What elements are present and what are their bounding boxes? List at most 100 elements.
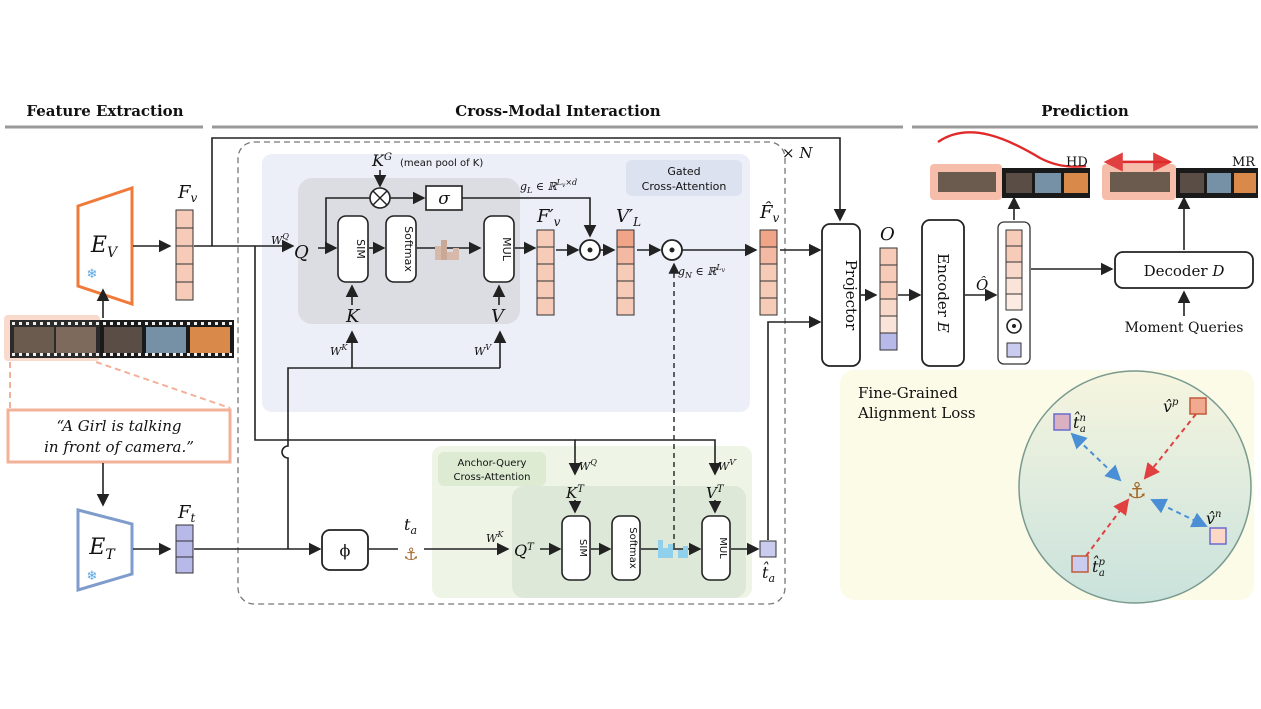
film-sprocket [47,322,50,325]
feature-cell [175,556,194,574]
video-encoder-label: E [90,233,107,258]
ta-p-cell [1071,555,1089,573]
feature-cell [616,263,635,282]
svg-text:QT: QT [514,541,535,560]
wk-sup: K [340,343,348,352]
ft-sub: t [191,511,196,525]
film-sprocket [89,322,92,325]
anchor-softmax-label: Softmax [627,527,638,569]
ft-column [175,524,194,574]
film-sprocket [215,353,218,356]
gated-title-2: Cross-Attention [642,180,727,193]
anchor-softmax-box [611,515,641,581]
film-sprocket [194,353,197,356]
kt-sup: T [577,484,585,495]
ta-n-sup: n [1079,413,1085,424]
fv-column [175,209,194,301]
gated-mul-box [483,215,515,283]
ta-p-sup: p [1098,557,1105,568]
anchor-sim-label: SIM [577,539,588,557]
film-sprocket [26,322,29,325]
feature-cell [879,332,898,351]
film-sprocket [222,353,225,356]
film-sprocket [201,353,204,356]
anchor-title-tag [438,452,546,486]
video-frame [1110,172,1170,192]
feature-cell [616,280,635,299]
film-sprocket [166,353,169,356]
decoder-label: Decoder [1144,262,1209,280]
fv-skip-to-projector-line [211,137,847,246]
gated-attention-histogram [435,240,459,260]
film-sprocket [208,353,211,356]
film-sprocket [61,353,64,356]
qt-sup: T [527,542,535,553]
svg-text:EV: EV [90,233,119,261]
feature-cell [536,263,555,282]
video-frame [56,327,96,353]
video-frame [146,327,186,353]
vt-label: V [706,484,719,502]
video-encoder-sub: V [107,245,119,261]
moment-queries-label: Moment Queries [1125,320,1244,336]
ta-hat-cell [1006,342,1022,358]
text-encoder-trapezoid [76,508,134,593]
anchor-icon: ⚓ [1127,479,1147,504]
film-sprocket [124,353,127,356]
gated-softmax-label: Softmax [402,226,415,272]
encoder-e-label: E [934,321,952,333]
fv-prime-column [536,229,555,316]
film-sprocket [96,322,99,325]
negative-pull-arrow [1070,432,1122,482]
svg-text:t̂a: t̂a [762,562,775,585]
feature-cell [175,245,194,265]
wv-label: W [474,345,487,358]
k-label: K [345,306,361,327]
film-sprocket [201,322,204,325]
film-sprocket [12,322,15,325]
video-frame [1035,173,1061,193]
phi-box [321,529,369,571]
anchor-wv-arrow [575,439,722,476]
frozen-snowflake-icon: ❄ [87,569,98,584]
film-sprocket [47,353,50,356]
feature-cell [879,264,898,283]
film-sprocket [54,353,57,356]
svg-text:ta: ta [404,515,417,537]
film-sprocket [40,322,43,325]
anchor-title-2: Cross-Attention [454,472,531,483]
gn-label: g [678,265,685,278]
gl-sup-sub: v [562,182,566,189]
svg-text:F̂v: F̂v [759,201,780,225]
feature-cell [1005,245,1023,263]
film-sprocket [12,353,15,356]
feature-cell [759,280,778,299]
encoder-label: Encoder [934,253,952,318]
gl-sup: L [556,178,562,187]
film-sprocket [68,322,71,325]
svg-text:WK: WK [486,530,504,545]
gated-title-tag [626,160,742,196]
svg-text:WK: WK [330,343,348,358]
film-sprocket [194,322,197,325]
svg-text:KG: KG [371,151,392,170]
film-sprocket [159,322,162,325]
odot-icon [669,247,675,253]
loss-title-2: Alignment Loss [857,404,976,422]
film-sprocket [33,353,36,356]
vl-prime-column [616,229,635,316]
hd-label: HD [1066,155,1088,170]
feature-cell [759,229,778,248]
anchor-icon: ⚓ [403,545,418,565]
feature-cell [616,229,635,248]
film-sprocket [159,353,162,356]
gated-title-1: Gated [667,165,700,178]
film-sprocket [103,322,106,325]
fv-prime-label: F′ [536,206,554,227]
header-feature-extraction: Feature Extraction [26,102,183,120]
anchor-mul-label: MUL [717,537,728,559]
film-sprocket [117,322,120,325]
svg-text:Encoder E: Encoder E [934,253,952,332]
hd-output-strip: HD [930,131,1090,200]
